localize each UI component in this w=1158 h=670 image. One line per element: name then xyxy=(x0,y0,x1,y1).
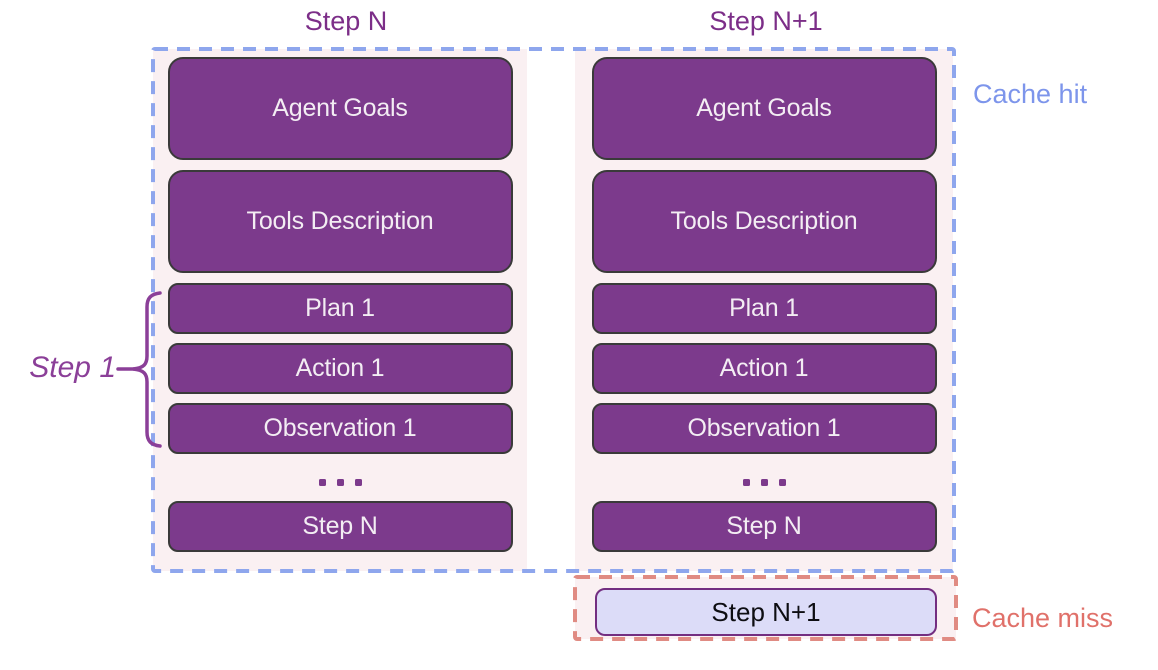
ellipsis-dots xyxy=(742,463,786,501)
stack-box-tools-description: Tools Description xyxy=(591,170,937,273)
ellipsis-dot xyxy=(778,478,786,486)
stack-box-observation-1: Observation 1 xyxy=(591,403,937,454)
stack-box-step-n: Step N xyxy=(167,501,513,552)
stack-box-agent-goals: Agent Goals xyxy=(167,57,513,160)
stack-box-action-1: Action 1 xyxy=(591,343,937,394)
stack-box-step-n-plus-1-new: Step N+1 xyxy=(595,588,937,636)
ellipsis-dots xyxy=(318,463,362,501)
stack-box-observation-1: Observation 1 xyxy=(167,403,513,454)
ellipsis-dot xyxy=(318,478,326,486)
stack-box-tools-description: Tools Description xyxy=(167,170,513,273)
cache-miss-panel: Step N+1 xyxy=(575,577,956,639)
stack-box-plan-1: Plan 1 xyxy=(591,283,937,334)
stack-box-action-1: Action 1 xyxy=(167,343,513,394)
ellipsis-dot xyxy=(760,478,768,486)
step-1-group-label: Step 1 xyxy=(29,351,116,384)
ellipsis-dot xyxy=(742,478,750,486)
stack-box-plan-1: Plan 1 xyxy=(167,283,513,334)
stack-box-agent-goals: Agent Goals xyxy=(591,57,937,160)
stack-box-step-n: Step N xyxy=(591,501,937,552)
ellipsis-dot xyxy=(354,478,362,486)
cache-hit-label: Cache hit xyxy=(973,79,1088,109)
cache-miss-label: Cache miss xyxy=(972,603,1114,633)
ellipsis-dot xyxy=(336,478,344,486)
column-title-step-n: Step N xyxy=(304,6,388,36)
column-title-step-n-plus-1: Step N+1 xyxy=(709,6,823,36)
